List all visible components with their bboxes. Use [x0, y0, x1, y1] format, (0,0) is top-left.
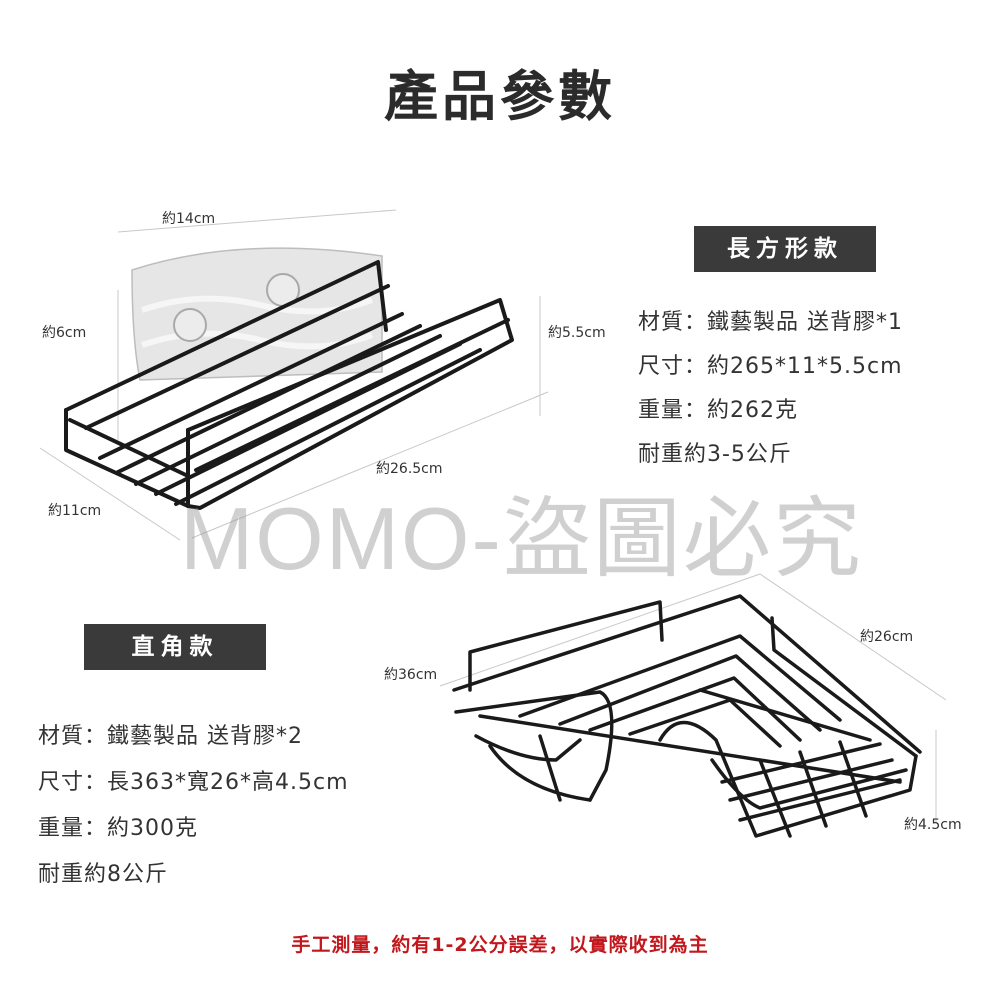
dimension-label-depth: 約11cm [48, 503, 102, 519]
rectangular-spec-size: 尺寸：約265*11*5.5cm [638, 354, 903, 379]
corner-spec-material: 材質：鐵藝製品 送背膠*2 [38, 724, 303, 749]
corner-dimension-label-height: 約4.5cm [904, 817, 962, 833]
corner-dimension-label-width: 約26cm [860, 629, 914, 645]
watermark: MOMO-盜圖必究 [180, 489, 863, 588]
dimension-label-length: 約26.5cm [376, 461, 443, 477]
dimension-label-top-width: 約14cm [162, 211, 216, 227]
corner-dimension-label-length: 約36cm [384, 667, 438, 683]
corner-spec-weight: 重量：約300克 [38, 816, 198, 841]
rectangular-spec-material: 材質：鐵藝製品 送背膠*1 [638, 310, 903, 335]
page-title: 產品參數 [384, 65, 616, 128]
dimension-label-right-height: 約5.5cm [548, 325, 606, 341]
rectangular-spec-weight: 重量：約262克 [638, 398, 798, 423]
rectangular-badge: 長方形款 [694, 226, 876, 272]
corner-badge: 直角款 [84, 624, 266, 670]
measurement-note: 手工測量，約有1-2公分誤差，以實際收到為主 [291, 934, 709, 956]
dimension-label-left-height: 約6cm [42, 325, 87, 341]
corner-spec-load: 耐重約8公斤 [38, 862, 168, 887]
corner-spec-size: 尺寸：長363*寬26*高4.5cm [38, 770, 349, 795]
rectangular-spec-load: 耐重約3-5公斤 [638, 442, 792, 467]
